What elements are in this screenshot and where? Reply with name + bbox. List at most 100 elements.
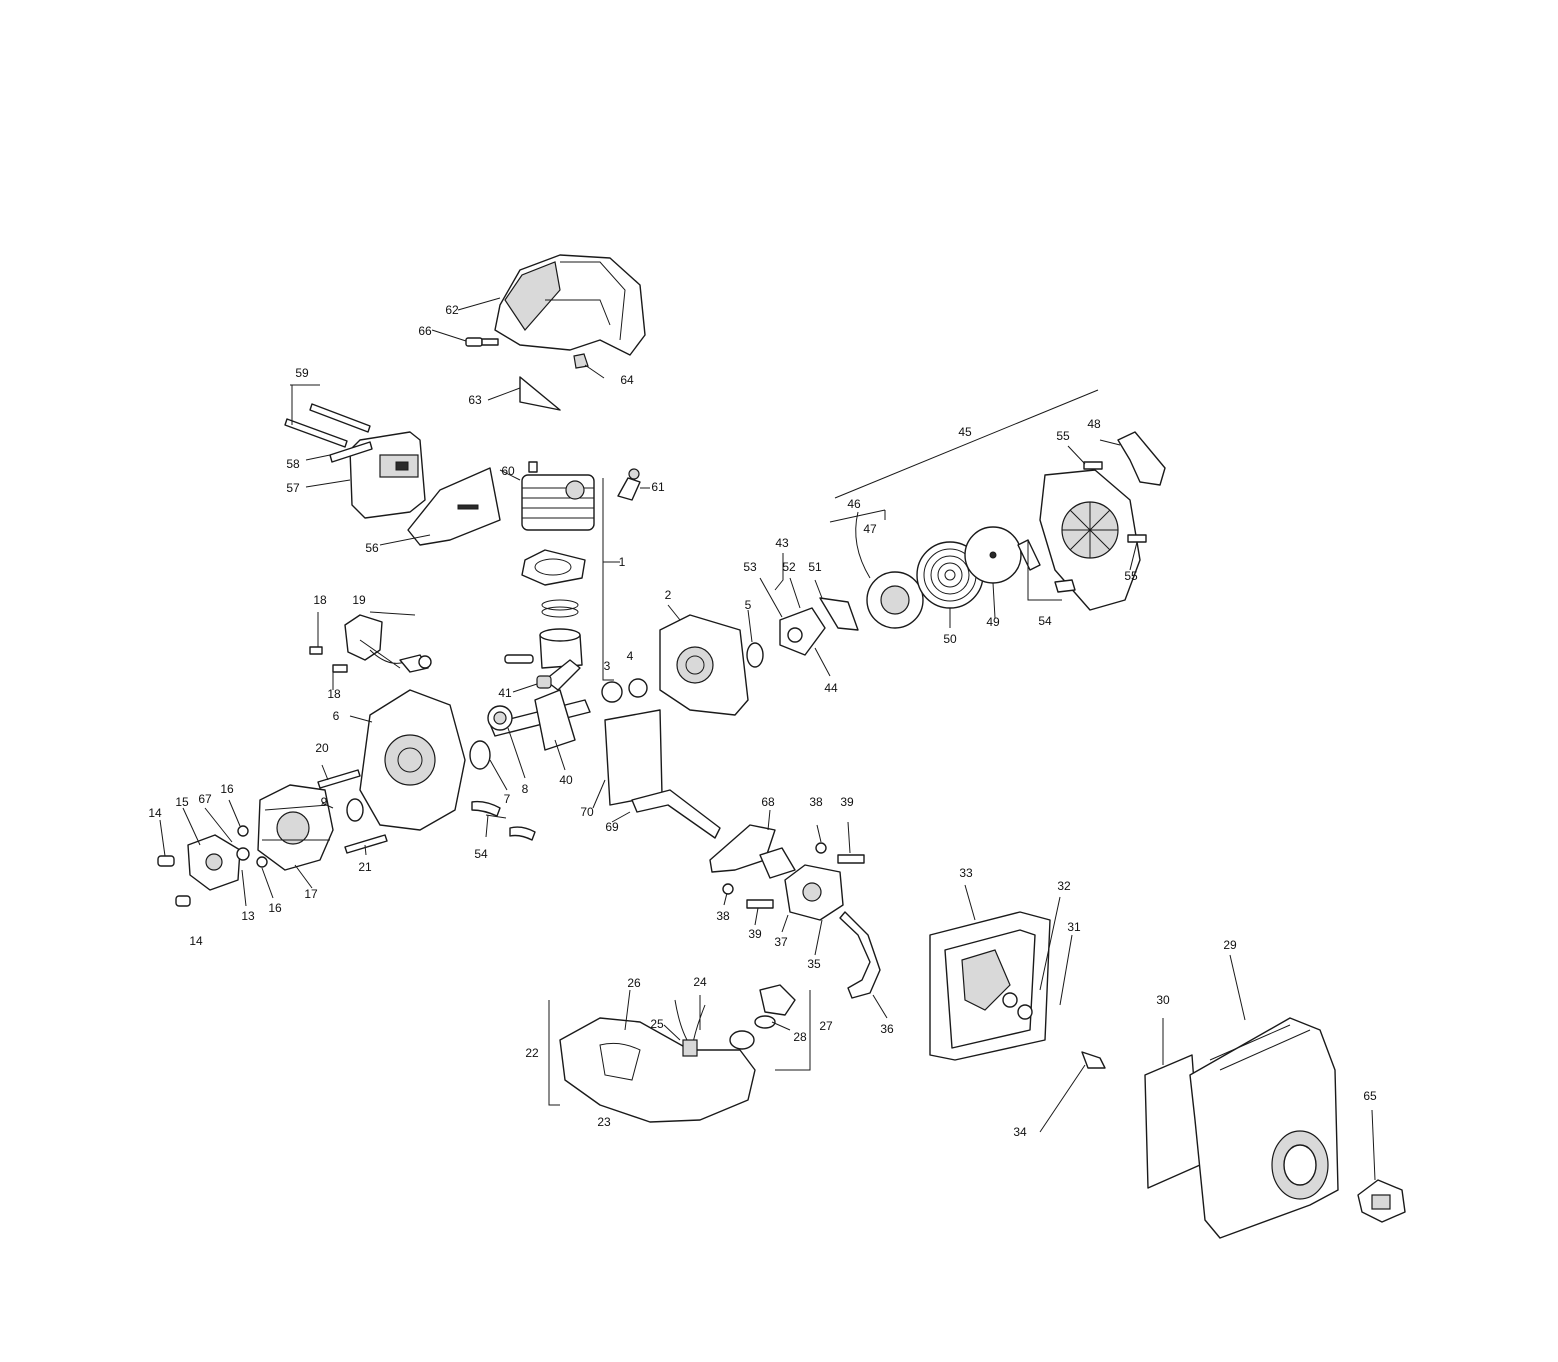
callout-40: 40 [559,773,573,787]
muffler-bolts [284,403,373,463]
callout-59: 59 [295,366,309,380]
callout-3: 3 [604,659,611,673]
callout-57: 57 [286,481,300,495]
callout-27: 27 [819,1019,833,1033]
callout-45: 45 [958,425,972,439]
callout-39b: 39 [748,927,762,941]
cylinder-gasket [521,549,586,586]
spark-plug [617,468,641,501]
callout-4: 4 [627,649,634,663]
callout-38b: 38 [716,909,730,923]
muffler [349,431,426,519]
starter-pawls [1017,539,1076,593]
callout-23: 23 [597,1115,611,1129]
callout-62: 62 [445,303,459,317]
ignition-coil [344,614,432,673]
callout-19: 19 [352,593,366,607]
crankcase-seal [346,642,764,822]
callout-29: 29 [1223,938,1237,952]
crankshaft [489,659,591,751]
callout-31: 31 [1067,920,1081,934]
callout-33: 33 [959,866,973,880]
callout-56: 56 [365,541,379,555]
callout-13: 13 [241,909,255,923]
callout-55b: 55 [1124,569,1138,583]
callout-34: 34 [1013,1125,1027,1139]
starter-housing [1039,469,1141,611]
cover-knob [1357,1179,1406,1223]
callout-51: 51 [808,560,822,574]
callout-6: 6 [333,709,340,723]
callout-5: 5 [745,598,752,612]
crankcase-left [359,689,466,831]
callout-50: 50 [943,632,957,646]
starter-pulley [855,511,924,629]
cover-screw [465,337,499,347]
callout-67: 67 [198,792,212,806]
callout-15: 15 [175,795,189,809]
starter-handle [1117,431,1166,486]
needle-bearing [536,675,552,689]
air-filter-cover [1189,1017,1339,1239]
piston [504,628,583,669]
callout-38a: 38 [809,795,823,809]
fuel-line-pieces [471,800,536,841]
callout-63: 63 [468,393,482,407]
carburetor [759,847,844,921]
callout-48: 48 [1087,417,1101,431]
callout-66: 66 [418,324,432,338]
callout-labels: 62 66 64 63 59 58 57 60 61 56 1 18 19 18… [148,303,1377,1139]
intake-manifold [631,789,776,873]
heat-shield-plate [519,376,561,411]
callout-22: 22 [525,1046,539,1060]
callout-47: 47 [863,522,877,536]
callout-70: 70 [580,805,594,819]
crankcase-right [659,614,749,716]
crankcase-gasket [604,709,663,806]
callout-46: 46 [847,497,861,511]
callout-52: 52 [782,560,796,574]
callout-35: 35 [807,957,821,971]
engine-cover-shroud [494,254,646,356]
callout-68: 68 [761,795,775,809]
leader-lines [159,297,1376,1181]
callout-54a: 54 [474,847,488,861]
callout-53: 53 [743,560,757,574]
callout-69: 69 [605,820,619,834]
coil-screws [309,646,348,673]
callout-64: 64 [620,373,634,387]
callout-65: 65 [1363,1089,1377,1103]
crankcase-bolts [317,769,388,854]
callout-54b: 54 [1038,614,1052,628]
callout-16b: 16 [268,901,282,915]
callout-25: 25 [650,1017,664,1031]
callout-43: 43 [775,536,789,550]
callout-41: 41 [498,686,512,700]
ratchet-assembly [779,597,859,656]
callout-21: 21 [358,860,372,874]
spring-cover-disc [964,526,1022,584]
callout-18a: 18 [313,593,327,607]
cover-grommet [573,353,589,369]
clutch-assembly [187,825,268,891]
callout-28: 28 [793,1030,807,1044]
callout-18b: 18 [327,687,341,701]
callout-2: 2 [665,588,672,602]
cylinder [521,461,595,531]
callout-49: 49 [986,615,1000,629]
callout-60: 60 [501,464,515,478]
fuel-tank [559,1017,756,1123]
callout-1: 1 [619,555,626,569]
air-filter-housing [929,911,1051,1061]
air-filter-fasteners [1002,992,1106,1069]
callout-16a: 16 [220,782,234,796]
carb-washers-bolts [722,842,865,909]
callout-32: 32 [1057,879,1071,893]
crank-bearing-left [469,705,513,770]
starter-screws [1083,461,1147,543]
callout-61: 61 [651,480,665,494]
callout-24: 24 [693,975,707,989]
flywheel [257,784,334,871]
callout-44: 44 [824,681,838,695]
